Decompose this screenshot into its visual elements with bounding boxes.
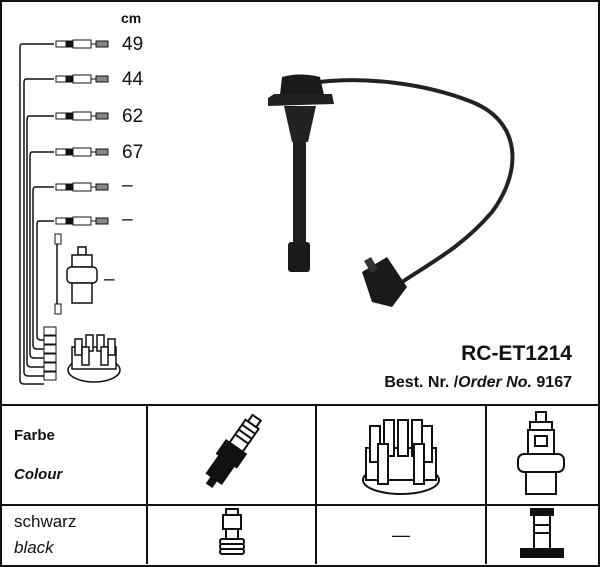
distributor-cap-icon [362,418,441,495]
colour-header-cell: Farbe Colour [2,404,148,506]
colour-table: Farbe Colour [2,404,598,564]
coil-length-label: – [104,269,115,290]
distributor-cap-small-icon [67,334,121,383]
spark-plug-boot-icon [218,507,245,555]
spark-plug-boot-cell [145,504,318,564]
length-label: – [122,175,133,196]
coil-small-icon [66,246,98,304]
order-label-en: Order No. [458,374,532,391]
order-number-line: Best. Nr. /Order No. 9167 [384,374,572,392]
spark-plug-cell [145,404,318,506]
order-number: 9167 [536,374,572,391]
length-label: 49 [122,34,144,55]
length-label: 67 [122,142,144,163]
spark-plug-icon [205,413,262,488]
distributor-value-cell: — [315,504,487,564]
colour-header-de: Farbe [14,427,55,444]
ignition-coil-cell [484,404,598,506]
ignition-lead-image [268,74,515,307]
product-code: RC-ET1214 [461,342,572,365]
wiring-diagram [19,39,515,385]
coil-boot-icon [520,507,565,558]
order-label-de: Best. Nr. / [384,374,459,391]
distributor-value: — [392,524,411,545]
length-label: 62 [122,106,144,127]
coil-boot-cell [484,504,598,564]
colour-value-en: black [14,538,54,557]
colour-header-en: Colour [14,466,63,483]
ignition-coil-icon [517,410,566,495]
distributor-cap-cell [315,404,487,506]
colour-value-cell: schwarz black [2,504,148,564]
colour-value-de: schwarz [14,512,77,531]
length-label: – [122,209,133,230]
connector-icons [43,39,109,381]
unit-label: cm [121,10,142,26]
wire-set-schematic [19,43,58,385]
length-label: 44 [122,69,144,90]
